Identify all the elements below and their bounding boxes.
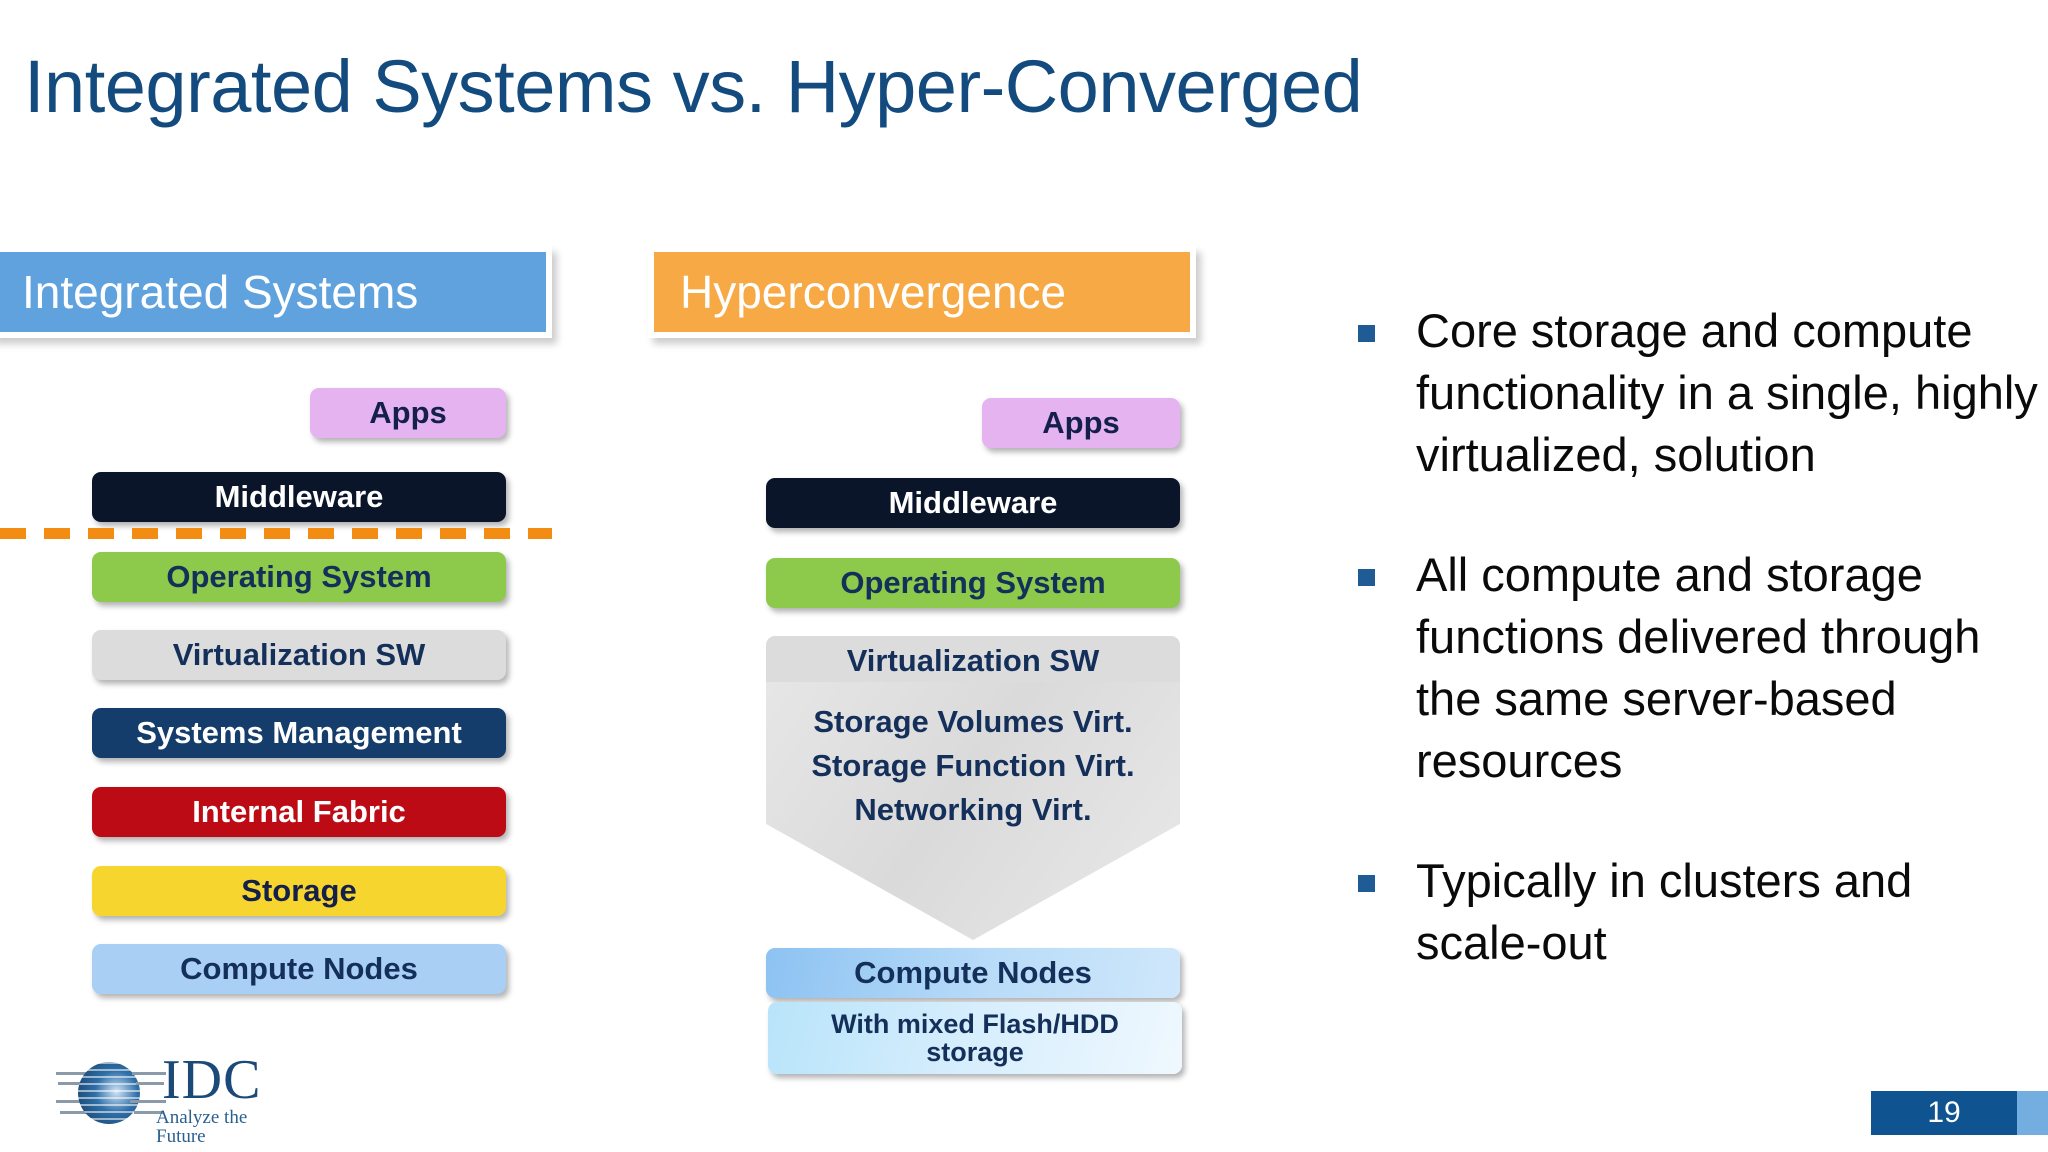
list-item: Core storage and compute functionality i… <box>1348 300 2038 486</box>
virt-line-storage-function: Storage Function Virt. <box>811 748 1135 783</box>
stack-row-middleware-left: Middleware <box>92 472 506 522</box>
stack-row-label: Virtualization SW <box>846 642 1100 678</box>
logo-streak <box>134 1111 164 1114</box>
bullet-text: All compute and storage functions delive… <box>1416 548 1981 787</box>
orange-dashed-divider <box>0 528 552 539</box>
logo-streak <box>56 1072 96 1075</box>
idc-logo: IDC Analyze the Future <box>56 1052 282 1146</box>
logo-streak <box>56 1100 90 1103</box>
column-header-integrated-systems: Integrated Systems <box>0 246 552 338</box>
stack-row-compute-nodes-right: Compute Nodes <box>766 948 1180 998</box>
stack-row-label: Middleware <box>888 484 1058 520</box>
bullet-list: Core storage and compute functionality i… <box>1348 300 2038 1032</box>
stack-row-label: Storage <box>241 872 357 908</box>
stack-row-label: Virtualization SW <box>172 636 426 672</box>
stack-row-middleware-right: Middleware <box>766 478 1180 528</box>
logo-streak <box>60 1111 88 1114</box>
bullet-text: Core storage and compute functionality i… <box>1416 304 2038 481</box>
square-bullet-icon <box>1358 325 1375 342</box>
stack-row-label: Internal Fabric <box>192 793 406 829</box>
globe-icon <box>78 1062 140 1124</box>
stack-row-compute-nodes-left: Compute Nodes <box>92 944 506 994</box>
square-bullet-icon <box>1358 875 1375 892</box>
logo-streak <box>132 1072 166 1075</box>
stack-row-label: Operating System <box>840 564 1106 600</box>
list-item: Typically in clusters and scale-out <box>1348 850 2038 974</box>
stack-row-internal-fabric-left: Internal Fabric <box>92 787 506 837</box>
logo-tagline: Analyze the Future <box>156 1107 248 1147</box>
bullet-text: Typically in clusters and scale-out <box>1416 854 1913 969</box>
stack-row-label: Apps <box>369 394 447 430</box>
logo-streak <box>58 1082 90 1085</box>
page-title: Integrated Systems vs. Hyper-Converged <box>24 45 1363 128</box>
stack-row-label: Middleware <box>214 478 384 514</box>
virtualization-functions-arrow: Storage Volumes Virt. Storage Function V… <box>766 682 1180 940</box>
stack-row-label: Systems Management <box>136 714 462 750</box>
page-number: 19 <box>1927 1096 1961 1129</box>
stack-row-apps-left: Apps <box>310 388 506 438</box>
page-number-accent-bar <box>2017 1091 2048 1135</box>
column-header-label: Integrated Systems <box>22 266 419 318</box>
page-number-badge: 19 <box>1871 1091 2017 1135</box>
stack-row-virtualization-sw-right: Virtualization SW <box>766 636 1180 686</box>
column-header-hyperconvergence: Hyperconvergence <box>648 246 1196 338</box>
logo-streak <box>130 1100 166 1103</box>
stack-row-storage-left: Storage <box>92 866 506 916</box>
logo-streak <box>136 1082 164 1085</box>
stack-row-label: Operating System <box>166 558 432 594</box>
stack-row-label: Compute Nodes <box>854 954 1092 990</box>
stack-row-label: Compute Nodes <box>180 950 418 986</box>
stack-row-operating-system-right: Operating System <box>766 558 1180 608</box>
stack-row-label: With mixed Flash/HDD storage <box>831 1008 1119 1067</box>
column-header-label: Hyperconvergence <box>680 266 1067 318</box>
stack-row-mixed-flash-hdd-storage: With mixed Flash/HDD storage <box>768 1002 1182 1074</box>
column-header-fill: Integrated Systems <box>0 252 546 332</box>
virt-line-storage-volumes: Storage Volumes Virt. <box>813 704 1133 739</box>
virtualization-functions-lines: Storage Volumes Virt. Storage Function V… <box>766 700 1180 832</box>
logo-wordmark: IDC <box>162 1049 262 1111</box>
stack-row-systems-management-left: Systems Management <box>92 708 506 758</box>
stack-row-apps-right: Apps <box>982 398 1180 448</box>
list-item: All compute and storage functions delive… <box>1348 544 2038 792</box>
virt-line-networking: Networking Virt. <box>854 792 1092 827</box>
square-bullet-icon <box>1358 569 1375 586</box>
stack-row-virtualization-sw-left: Virtualization SW <box>92 630 506 680</box>
stack-row-operating-system-left: Operating System <box>92 552 506 602</box>
column-header-fill: Hyperconvergence <box>654 252 1190 332</box>
stack-row-label: Apps <box>1042 404 1120 440</box>
